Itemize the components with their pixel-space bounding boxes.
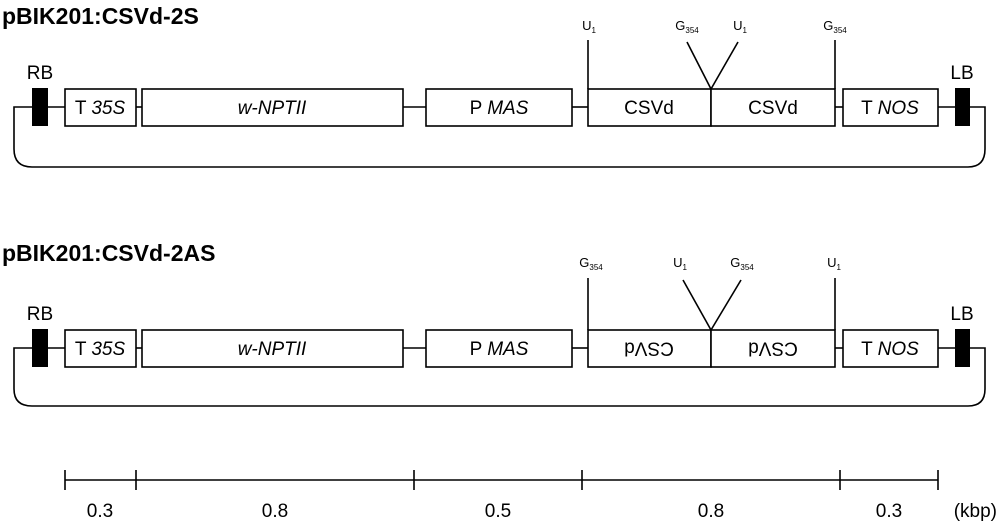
construct-csvd-2as: pBIK201:CSVd-2AS RB LB T 35S w-NPTII P M… (2, 240, 986, 407)
vector-backbone (13, 106, 986, 168)
rb-border (32, 88, 48, 126)
element-terminator-35s (64, 88, 137, 127)
element-label: w-NPTII (238, 339, 307, 360)
site-label: U1 (673, 255, 687, 272)
site-label: U1 (733, 18, 747, 35)
construct-title: pBIK201:CSVd-2AS (2, 240, 215, 266)
scale-segment-label: 0.5 (485, 501, 511, 522)
element-terminator-nos (842, 329, 939, 368)
site-label: U1 (827, 255, 841, 272)
lb-border (955, 88, 970, 126)
element-label: w-NPTII (238, 98, 307, 119)
element-promoter-mas (425, 88, 573, 127)
construct-csvd-2s: pBIK201:CSVd-2S RB LB T 35S w-NPTII P MA… (2, 3, 986, 168)
element-terminator-35s (64, 329, 137, 368)
scale-segment-label: 0.3 (87, 501, 113, 522)
vector-backbone (13, 347, 986, 407)
lb-label: LB (950, 304, 973, 325)
site-line (710, 41, 739, 90)
site-line (710, 279, 742, 331)
element-label: T NOS (861, 339, 919, 360)
site-line (686, 41, 712, 90)
element-terminator-nos (842, 88, 939, 127)
element-w-nptii (141, 329, 404, 368)
element-label: T NOS (861, 98, 919, 119)
rb-label: RB (27, 304, 53, 325)
scale-unit: (kbp) (954, 501, 997, 522)
lb-border (955, 329, 970, 367)
element-csvd-sense (587, 88, 712, 127)
rb-label: RB (27, 63, 53, 84)
lb-label: LB (950, 63, 973, 84)
element-label: T 35S (75, 98, 126, 119)
site-label: G354 (730, 255, 754, 272)
element-label: CSVd (748, 98, 798, 119)
element-label-reversed: CSVd (624, 338, 674, 359)
rb-border (32, 329, 48, 367)
site-line (682, 279, 712, 331)
site-label: G354 (579, 255, 603, 272)
element-w-nptii (141, 88, 404, 127)
scale-segment-label: 0.3 (876, 501, 902, 522)
scale-segment-label: 0.8 (698, 501, 724, 522)
element-csvd-sense (710, 88, 836, 127)
element-promoter-mas (425, 329, 573, 368)
element-label: P MAS (470, 339, 529, 360)
construct-title: pBIK201:CSVd-2S (2, 3, 199, 29)
scale-bar: 0.3 0.8 0.5 0.8 0.3 (kbp) (64, 470, 997, 522)
site-label: U1 (582, 18, 596, 35)
site-label: G354 (675, 18, 699, 35)
element-csvd-antisense (587, 329, 712, 368)
element-label: P MAS (470, 98, 529, 119)
element-label-reversed: CSVd (748, 338, 798, 359)
element-label: CSVd (624, 98, 674, 119)
site-label: G354 (823, 18, 847, 35)
element-label: T 35S (75, 339, 126, 360)
scale-segment-label: 0.8 (262, 501, 288, 522)
element-csvd-antisense (710, 329, 836, 368)
